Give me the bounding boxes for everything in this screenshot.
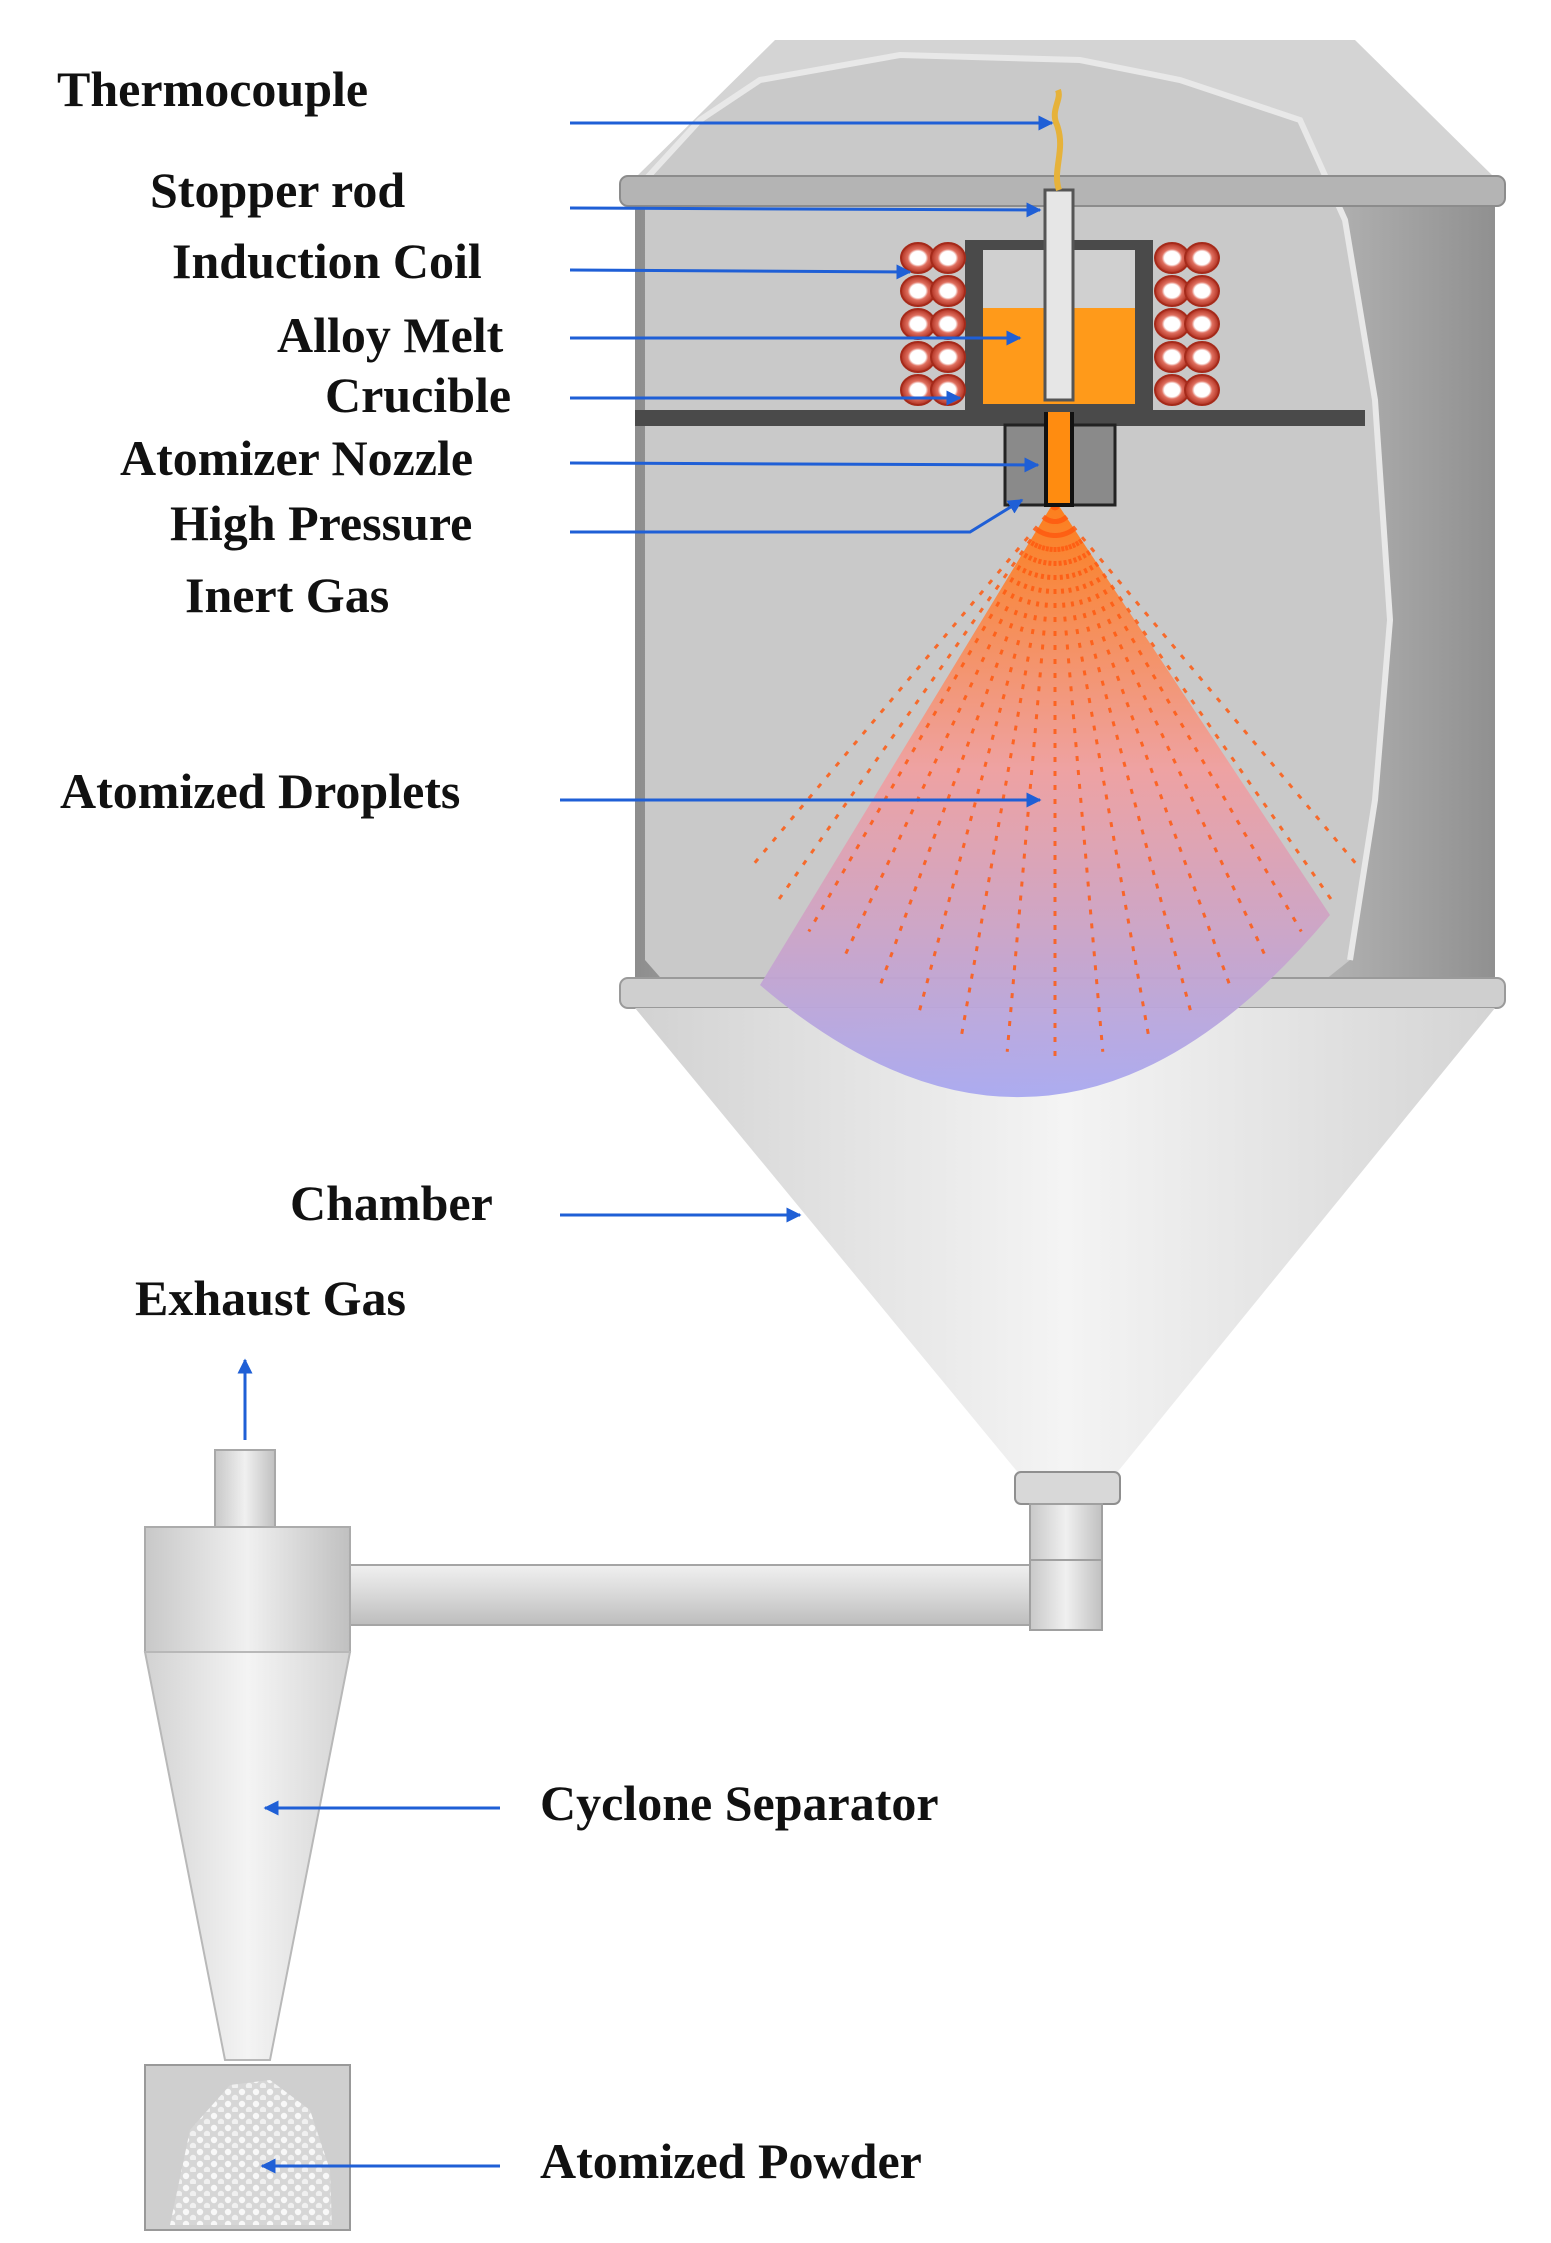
label-stopper-rod: Stopper rod [150,162,405,218]
label-alloy-melt: Alloy Melt [277,307,504,363]
thermocouple-wire [1051,88,1064,191]
droplet-stream [777,504,1057,901]
atomized-droplet-spray [751,500,1359,1098]
label-cyclone-separator: Cyclone Separator [540,1775,939,1831]
droplet-stream [1053,504,1193,1014]
coil-winding [900,275,936,307]
coil-winding [1154,308,1190,340]
melt-assembly [635,88,1365,507]
droplet-stream [917,504,1057,1014]
droplet-stream [877,504,1057,990]
coil-winding [1184,308,1220,340]
droplet-stream [1053,504,1233,990]
arrow-stopper-rod [569,202,1042,218]
coil-winding [930,275,966,307]
coil-winding [900,374,936,406]
coil-winding [1154,242,1190,274]
label-chamber: Chamber [290,1175,493,1231]
coil-winding [930,308,966,340]
coil-winding [930,374,966,406]
droplet-stream [807,504,1057,933]
labels: Thermocouple Stopper rod Induction Coil … [57,61,939,2189]
stopper-rod [1043,188,1075,402]
coil-winding [900,308,936,340]
coil-winding [1154,341,1190,373]
coil-winding [1184,242,1220,274]
label-inert-gas: Inert Gas [185,567,389,623]
cyclone-exhaust-stack [214,1449,276,1531]
droplet-stream [960,504,1057,1035]
cyclone-separator [143,1449,352,2231]
nozzle-channel [1044,403,1074,507]
droplet-stream [1053,504,1150,1035]
label-atomizer-nozzle: Atomizer Nozzle [120,430,473,486]
coil-winding [900,341,936,373]
mounting-plate [635,410,1365,426]
arrow-atomizer-nozzle [569,457,1040,473]
coil-winding [930,341,966,373]
coil-winding [1154,374,1190,406]
label-atomized-droplets: Atomized Droplets [60,763,460,819]
coil-winding [1184,275,1220,307]
coil-winding [930,242,966,274]
induction-coil-right [1154,242,1220,406]
induction-coil-left [900,242,966,406]
chamber-cone [635,1008,1495,1475]
droplet-stream [1053,504,1303,933]
label-induction-coil: Induction Coil [172,233,482,289]
cyclone-cone [143,1651,352,2061]
label-exhaust-gas: Exhaust Gas [135,1270,406,1326]
coil-winding [1184,374,1220,406]
coil-winding [1154,275,1190,307]
coil-winding [1184,341,1220,373]
leader-arrows [237,115,1054,2174]
cyclone-body [144,1526,351,1653]
chamber-outlet-collar [1014,1471,1121,1505]
atomized-powder-pile [170,2080,332,2225]
label-atomized-powder: Atomized Powder [540,2133,922,2189]
droplet-stream [1053,504,1333,901]
label-high-pressure: High Pressure [170,495,472,551]
arrow-induction-coil [569,264,912,280]
transfer-pipe [344,1564,1061,1626]
label-thermocouple: Thermocouple [57,61,368,117]
arrow-high-pressure-gas [570,498,1024,534]
coil-winding [900,242,936,274]
label-crucible: Crucible [325,367,511,423]
pipe-elbow [1029,1559,1103,1631]
